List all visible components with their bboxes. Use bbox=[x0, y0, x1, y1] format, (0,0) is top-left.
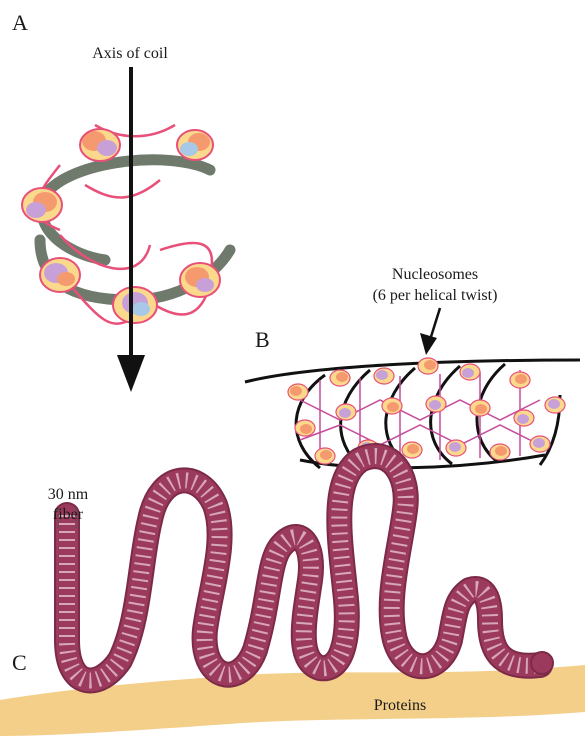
nucleosome bbox=[510, 372, 530, 388]
nucleosome bbox=[288, 384, 308, 400]
nucleosome bbox=[418, 358, 438, 374]
panel-c: 30 nm fiber C Proteins bbox=[0, 456, 585, 736]
axis-of-coil-label: Axis of coil bbox=[92, 45, 168, 62]
nucleosome bbox=[180, 263, 220, 297]
nucleosome bbox=[514, 410, 534, 426]
helix-nucleosomes bbox=[288, 358, 565, 464]
nucleosome bbox=[330, 370, 350, 386]
proteins-label: Proteins bbox=[374, 697, 426, 714]
nucleosome-pointer-arrow bbox=[420, 308, 440, 355]
nucleosome bbox=[113, 287, 157, 323]
nucleosome bbox=[374, 368, 394, 384]
nucleosome bbox=[177, 130, 213, 160]
nucleosomes-label-line2: (6 per helical twist) bbox=[373, 287, 498, 304]
nucleosome bbox=[402, 442, 422, 458]
nucleosome bbox=[460, 364, 480, 380]
nucleosome bbox=[426, 396, 446, 412]
nucleosome bbox=[22, 188, 62, 222]
nucleosome bbox=[40, 258, 80, 292]
nucleosome bbox=[80, 129, 120, 161]
nucleosomes-label-line1: Nucleosomes bbox=[392, 266, 478, 283]
panel-a: A bbox=[12, 10, 230, 392]
nucleosome bbox=[470, 400, 490, 416]
nucleosome bbox=[530, 436, 550, 452]
nucleosome bbox=[382, 398, 402, 414]
fiber-label-line2: fiber bbox=[53, 506, 84, 523]
nucleosome bbox=[446, 440, 466, 456]
panel-c-letter: C bbox=[12, 650, 27, 675]
nucleosome bbox=[490, 444, 510, 460]
fiber-end-cap bbox=[531, 652, 553, 674]
nucleosome bbox=[295, 420, 315, 436]
panel-a-letter: A bbox=[12, 10, 28, 35]
nucleosome bbox=[315, 448, 335, 464]
nucleosome bbox=[336, 404, 356, 420]
nucleosome bbox=[545, 397, 565, 413]
fiber-label-line1: 30 nm bbox=[48, 486, 89, 503]
panel-b: B Nucleosomes (6 per helical twist) bbox=[245, 266, 580, 468]
axis-of-coil-arrow bbox=[117, 67, 145, 392]
panel-b-letter: B bbox=[255, 327, 270, 352]
